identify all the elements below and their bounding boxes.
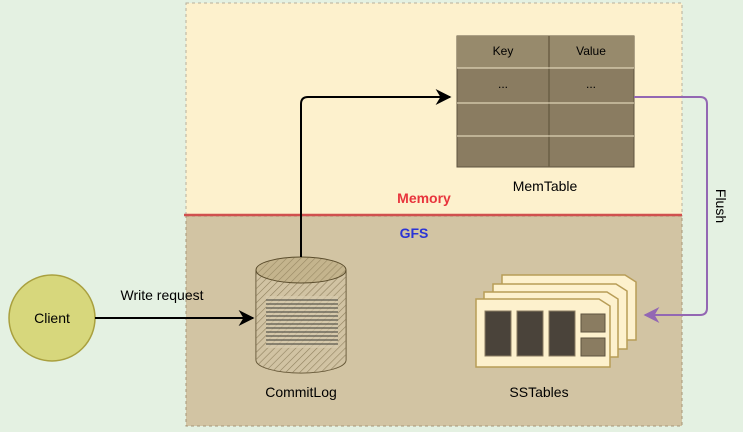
gfs-label: GFS	[400, 225, 429, 241]
sstables-label: SSTables	[509, 384, 568, 400]
memory-label: Memory	[397, 190, 451, 206]
commitlog-label: CommitLog	[265, 384, 337, 400]
memtable-header-key: Key	[493, 44, 514, 58]
flush-label: Flush	[713, 189, 729, 223]
memtable-label: MemTable	[513, 178, 578, 194]
client-label: Client	[34, 310, 70, 326]
commitlog-cylinder	[255, 256, 347, 374]
memtable-cell-value: ...	[586, 77, 596, 91]
write-request-label: Write request	[121, 287, 204, 303]
memtable: Key Value ... ...	[456, 35, 635, 168]
memtable-header-value: Value	[576, 44, 606, 58]
memtable-cell-key: ...	[498, 77, 508, 91]
sstables-stack	[475, 274, 637, 368]
flush-arrow	[634, 96, 708, 323]
commitlog-to-memtable-arrow	[300, 89, 452, 257]
